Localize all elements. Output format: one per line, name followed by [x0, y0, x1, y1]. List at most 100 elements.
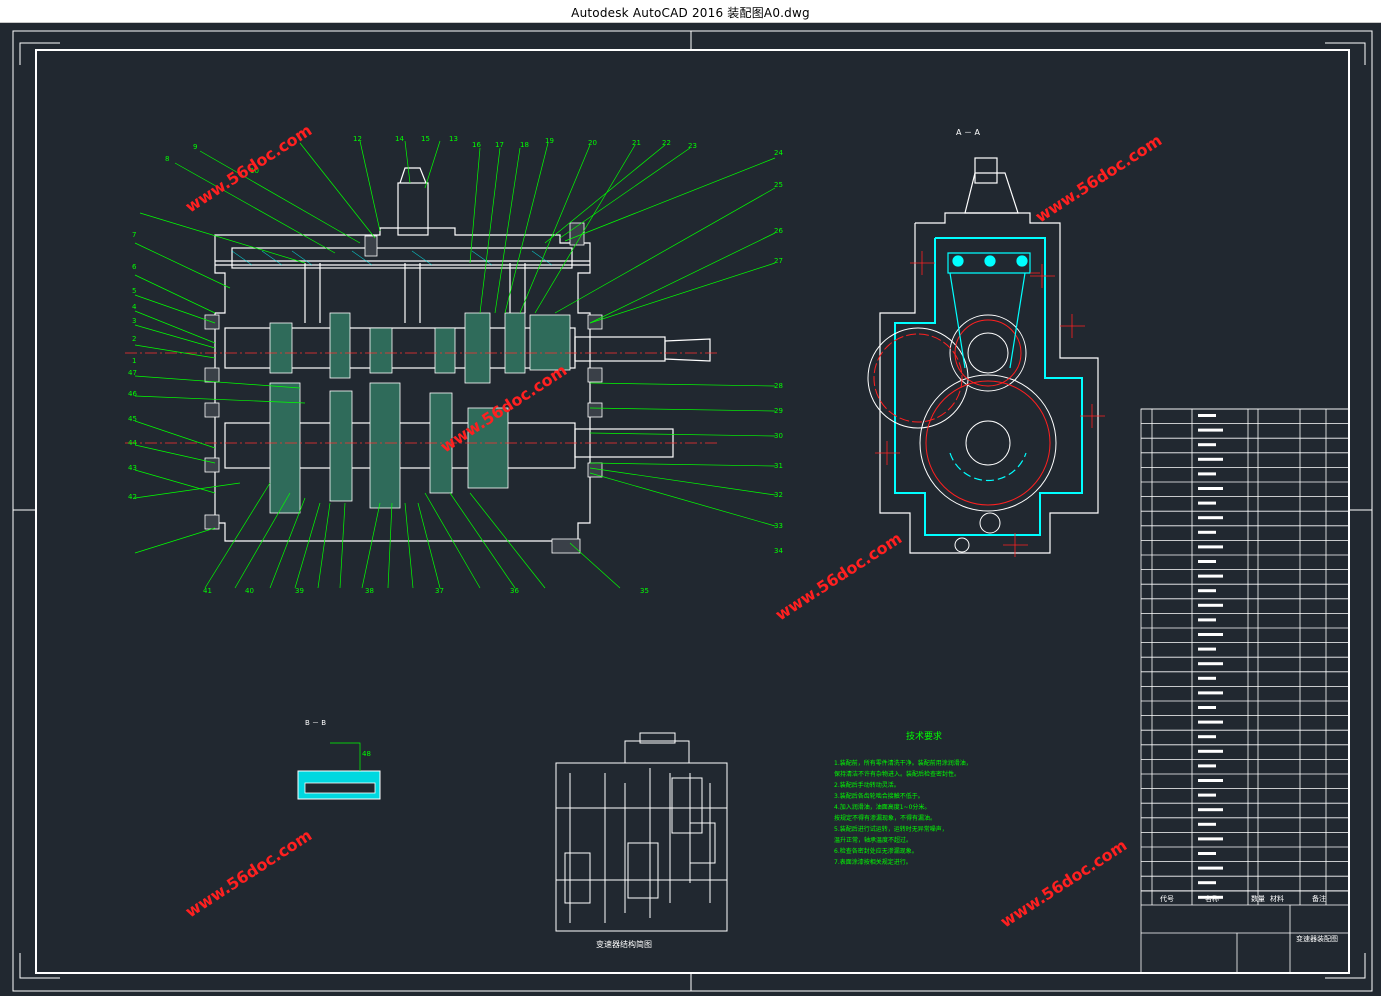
parts-row-mark: [1198, 662, 1223, 666]
balloon-top: 14: [395, 135, 404, 143]
balloon-top: 9: [193, 143, 197, 151]
parts-row-mark: [1198, 545, 1223, 549]
parts-row-mark: [1198, 574, 1223, 578]
balloon-left: 47: [128, 369, 137, 377]
tech-requirement-line: 保持清洁不许有杂物进入。装配后检查密封性。: [834, 770, 960, 778]
balloon-right: 30: [774, 432, 783, 440]
balloon-top: 18: [520, 141, 529, 149]
schematic-diagram: 变速器结构简图: [555, 732, 728, 949]
balloon-bottom: 40: [245, 587, 254, 595]
balloon-left: 4: [132, 303, 137, 311]
window-title: Autodesk AutoCAD 2016 装配图A0.dwg: [571, 6, 810, 20]
title-block-header: 代号: [1160, 894, 1174, 903]
watermark-text: www.56doc.com: [182, 825, 315, 921]
parts-row-mark: [1198, 837, 1223, 841]
cad-drawing: 9810121415131617181920212223247654321474…: [12, 30, 1373, 992]
parts-row-mark: [1198, 414, 1216, 417]
parts-row-mark: [1198, 618, 1216, 622]
balloon-top: 23: [688, 142, 697, 150]
balloon-bottom: 35: [640, 587, 649, 595]
title-block-header: 数量: [1251, 894, 1265, 903]
tech-requirement-line: 2.装配后手动转动灵活。: [834, 781, 900, 789]
tech-requirement-line: 按规定不得有渗漏现象，不得有漏油。: [834, 814, 936, 822]
drawing-name: 变速器装配图: [1296, 934, 1338, 943]
balloon-top: 24: [774, 149, 783, 157]
balloon-bottom: 37: [435, 587, 444, 595]
parts-row-mark: [1198, 735, 1216, 739]
watermark-text: www.56doc.com: [1032, 130, 1165, 226]
watermarks: www.56doc.com www.56doc.com www.56doc.com w…: [182, 120, 1165, 931]
tech-requirement-line: 6.检查各密封处应无渗漏现象。: [834, 847, 918, 855]
parts-row-mark: [1198, 779, 1223, 782]
schematic-caption: 变速器结构简图: [596, 939, 652, 949]
balloon-right: 26: [774, 227, 783, 235]
balloon-bottom: 36: [510, 587, 519, 595]
balloon-left: 2: [132, 335, 136, 343]
balloon-right: 27: [774, 257, 783, 265]
balloon-right: 32: [774, 491, 783, 499]
parts-row-mark: [1198, 472, 1216, 476]
watermark-text: www.56doc.com: [772, 528, 905, 624]
balloon-top: 17: [495, 141, 504, 149]
balloon-left: 44: [128, 439, 137, 447]
tech-requirement-line: 7.表面涂漆按相关规定进行。: [834, 858, 912, 866]
parts-row-mark: [1198, 633, 1223, 636]
balloon-right: 28: [774, 382, 783, 390]
tech-requirement-line: 温升正常，轴承温度不超过。: [834, 836, 912, 844]
parts-row-mark: [1198, 676, 1216, 680]
balloon-top: 13: [449, 135, 458, 143]
balloon-top: 19: [545, 137, 554, 145]
title-block-header: 名称: [1205, 894, 1219, 903]
parts-row-mark: [1198, 589, 1216, 593]
balloon-left: 3: [132, 317, 136, 325]
parts-row-mark: [1198, 530, 1216, 534]
parts-row-mark: [1198, 749, 1223, 753]
watermark-text: www.56doc.com: [182, 120, 315, 216]
parts-row-mark: [1198, 501, 1216, 505]
parts-row-mark: [1198, 647, 1216, 651]
balloon-right: 31: [774, 462, 783, 470]
tech-requirement-line: 1.装配前，所有零件清洗干净。装配前用涂润滑油，: [834, 759, 972, 767]
balloon-left: 42: [128, 493, 137, 501]
detail-b-b-label: B － B: [305, 719, 326, 727]
balloon-top: 22: [662, 139, 671, 147]
parts-row-mark: [1198, 428, 1223, 432]
balloon-top: 12: [353, 135, 362, 143]
parts-row-mark: [1198, 881, 1216, 885]
detail-view-b-b: B － B 48: [297, 719, 381, 800]
parts-row-mark: [1198, 691, 1223, 695]
balloon-bottom: 38: [365, 587, 374, 595]
parts-row-mark: [1198, 560, 1216, 563]
balloon-left: 45: [128, 415, 137, 423]
parts-row-mark: [1198, 764, 1216, 768]
balloon-top: 15: [421, 135, 430, 143]
parts-row-mark: [1198, 487, 1223, 490]
tech-requirement-line: 5.装配后进行试运转，运转时无异常噪声，: [834, 825, 948, 833]
watermark-text: www.56doc.com: [997, 835, 1130, 931]
balloon-left: 7: [132, 231, 136, 239]
parts-row-mark: [1198, 603, 1223, 607]
tech-requirements-title: 技术要求: [906, 730, 942, 742]
balloon-top: 10: [250, 167, 259, 175]
main-section-view: 9810121415131617181920212223247654321474…: [125, 135, 783, 595]
balloon-top: 8: [165, 155, 169, 163]
parts-row-mark: [1198, 720, 1223, 724]
balloon-top: 21: [632, 139, 641, 147]
parts-row-mark: [1198, 808, 1223, 812]
balloon-left: 6: [132, 263, 137, 271]
balloon-right: 34: [774, 547, 783, 555]
detail-balloon: 48: [362, 750, 371, 758]
balloon-left: 43: [128, 464, 137, 472]
balloon-right: 25: [774, 181, 783, 189]
balloon-left: 46: [128, 390, 137, 398]
section-view-a-a: A － A: [867, 128, 1105, 557]
parts-row-mark: [1198, 793, 1216, 797]
title-block-header: 备注: [1312, 894, 1326, 903]
balloon-bottom: 39: [295, 587, 304, 595]
parts-list-table: [1140, 408, 1350, 974]
window-titlebar: Autodesk AutoCAD 2016 装配图A0.dwg: [0, 0, 1381, 23]
parts-row-mark: [1198, 852, 1216, 855]
balloon-right: 29: [774, 407, 783, 415]
parts-row-mark: [1198, 443, 1216, 447]
